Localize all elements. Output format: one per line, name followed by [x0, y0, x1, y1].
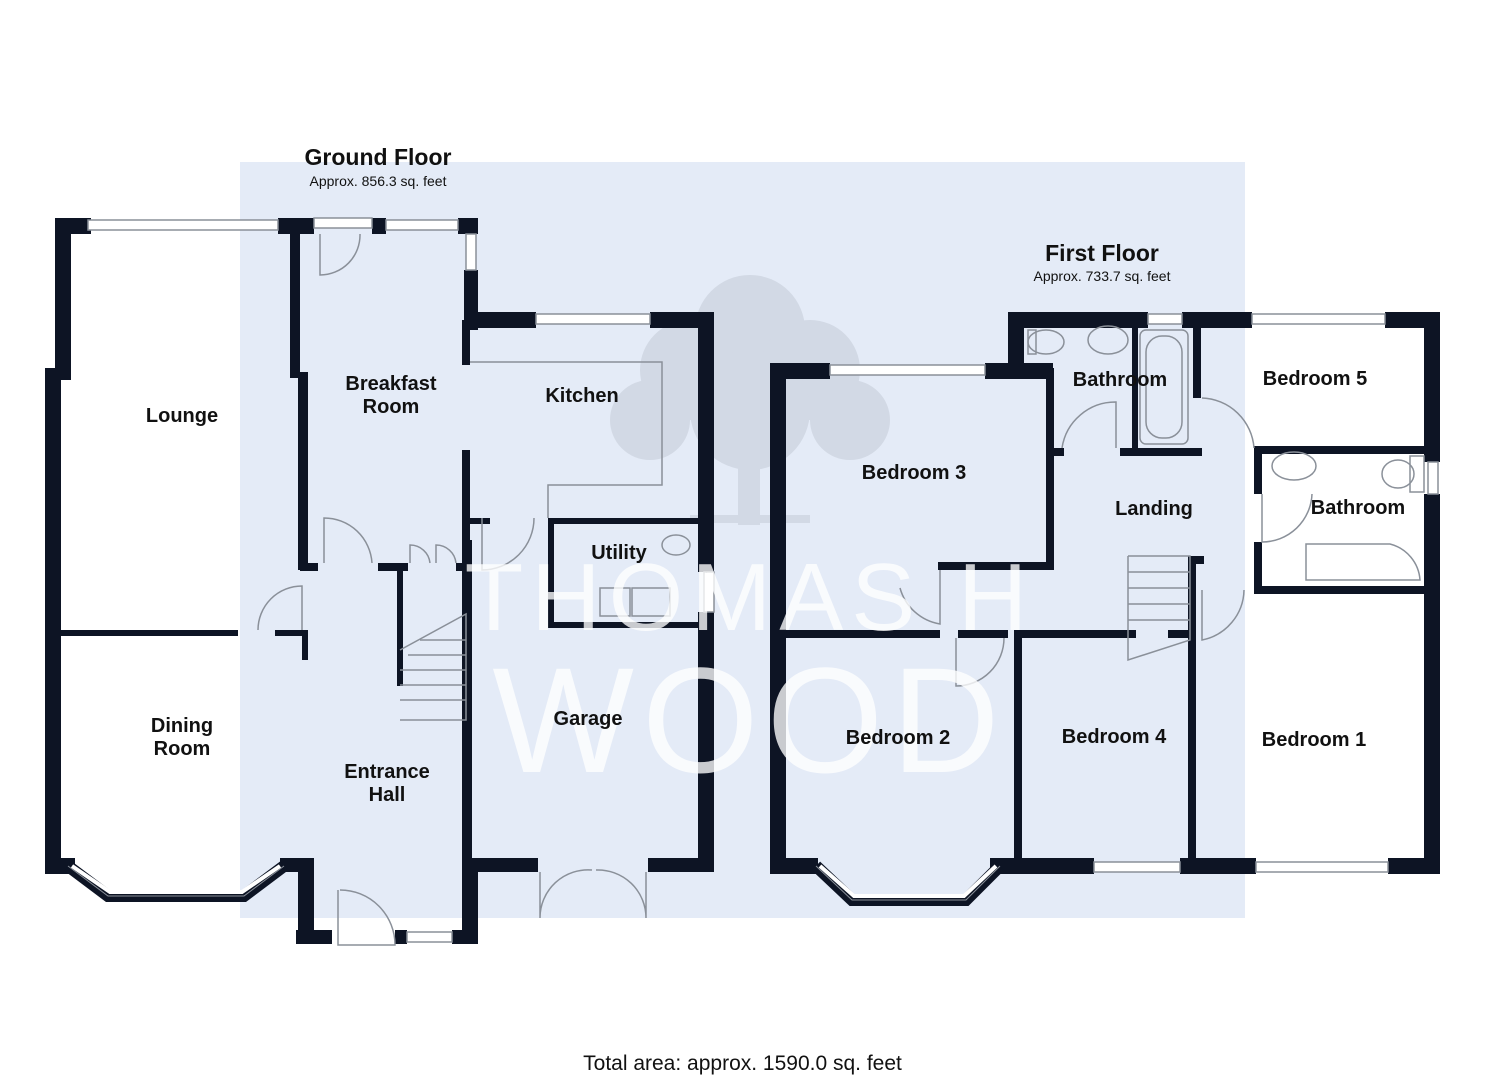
room-label-bedroom-1: Bedroom 1 — [1261, 729, 1367, 751]
total-area: Total area: approx. 1590.0 sq. feet — [583, 1052, 902, 1075]
room-label-kitchen: Kitchen — [545, 385, 619, 407]
room-label-garage: Garage — [553, 708, 623, 730]
room-label-entrance-line2: Hall — [368, 784, 406, 806]
room-label-bathroom-top: Bathroom — [1072, 369, 1168, 391]
first-floor-fixtures — [899, 325, 1425, 687]
room-label-dining-line1: Dining — [150, 715, 214, 737]
ground-floor-doors — [257, 233, 691, 946]
ground-floor-windows — [87, 217, 715, 943]
room-label-utility: Utility — [591, 542, 647, 564]
first-floor-area: Approx. 733.7 sq. feet — [1033, 268, 1171, 284]
first-floor-title: First Floor — [1045, 240, 1159, 266]
ground-floor-walls — [45, 218, 714, 944]
ground-floor-title: Ground Floor — [304, 144, 452, 170]
watermark-line-2: WOOD — [492, 636, 1008, 804]
room-label-breakfast-line1: Breakfast — [345, 373, 437, 395]
watermark-line-1: THOMAS H — [464, 544, 1036, 651]
room-label-bedroom-2: Bedroom 2 — [845, 727, 951, 749]
room-label-lounge: Lounge — [145, 405, 219, 427]
room-label-breakfast-line2: Room — [362, 396, 420, 418]
room-label-entrance-line1: Entrance — [344, 761, 430, 783]
room-label-bedroom-4: Bedroom 4 — [1061, 726, 1167, 748]
room-label-dining-line2: Room — [153, 738, 211, 760]
ground-floor-area: Approx. 856.3 sq. feet — [309, 173, 447, 189]
room-label-landing: Landing — [1115, 498, 1193, 520]
room-label-bathroom-right: Bathroom — [1310, 497, 1406, 519]
first-floor-windows — [829, 313, 1439, 873]
room-label-bedroom-3: Bedroom 3 — [861, 462, 967, 484]
room-label-bedroom-5: Bedroom 5 — [1262, 368, 1368, 390]
first-floor-walls — [770, 312, 1440, 874]
